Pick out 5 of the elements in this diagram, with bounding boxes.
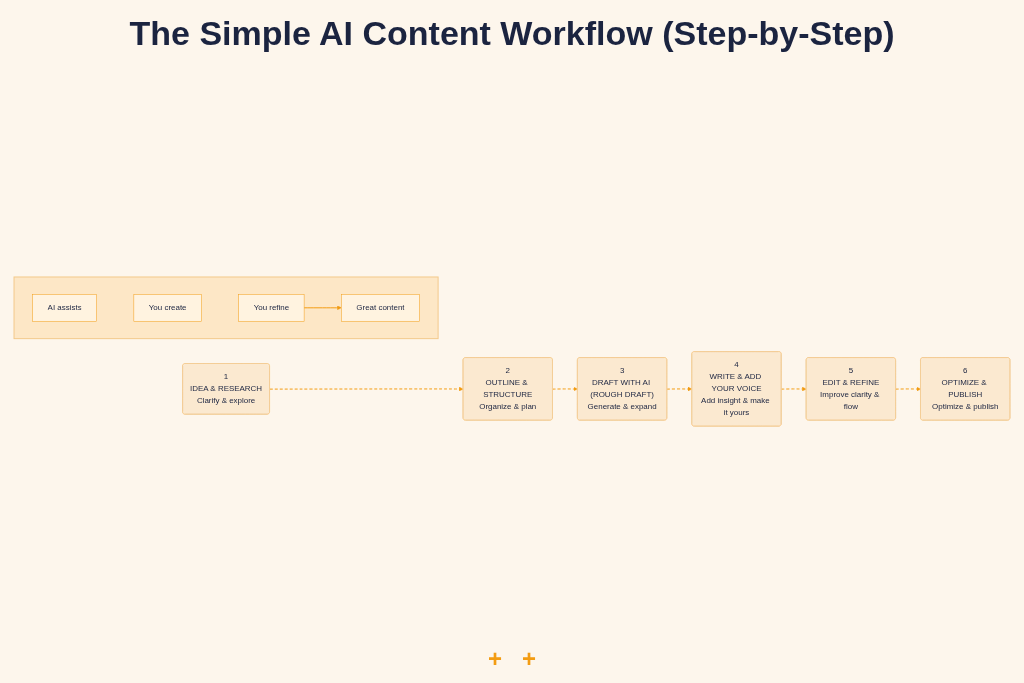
plus-sign: +	[522, 645, 536, 673]
plus-sign: +	[488, 645, 502, 673]
arrow	[895, 387, 921, 392]
cluster	[13, 276, 439, 340]
title: The Simple AI Content Workflow (Step-by-Step)	[129, 14, 895, 53]
